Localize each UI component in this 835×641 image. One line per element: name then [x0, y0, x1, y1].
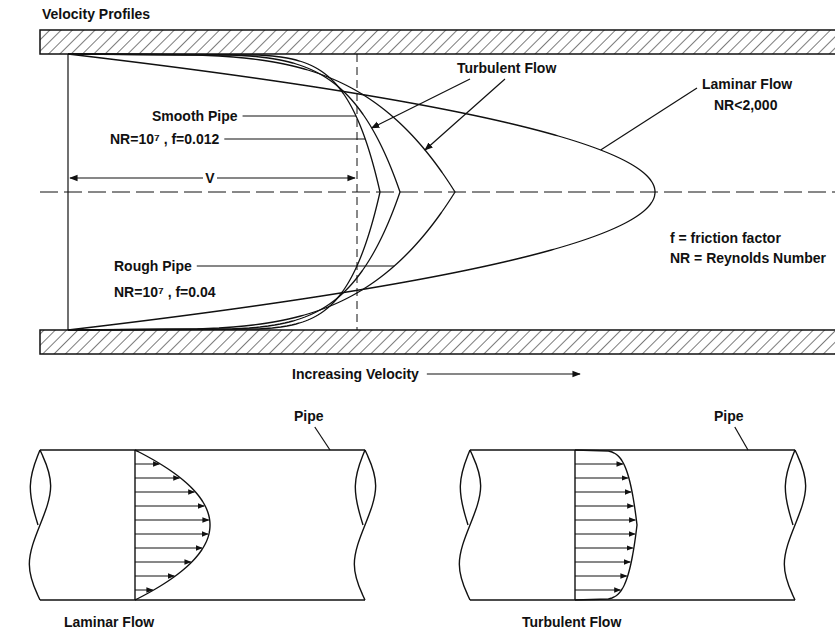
velocity-arrow: [135, 478, 180, 479]
smooth-pipe-profile: [68, 54, 380, 330]
velocity-arrow: [135, 576, 174, 577]
velocity-arrow: [135, 520, 209, 521]
dimension-label: V: [203, 170, 216, 186]
leader-line: [224, 138, 365, 139]
laminar-profile: [68, 54, 655, 330]
leader-line: [197, 265, 394, 266]
velocity-arrow: [575, 548, 633, 549]
pipe-wall-bottom: [40, 330, 835, 354]
velocity-arrow: [135, 492, 194, 493]
pipe-break: [784, 450, 805, 600]
pipe-outline: [40, 599, 365, 600]
mean-velocity-line: [357, 54, 358, 330]
profile-baseline: [134, 450, 135, 600]
velocity-arrow: [575, 534, 635, 535]
velocity-arrow: [135, 506, 204, 507]
velocity-arrow: [575, 464, 623, 465]
parameter-label: NR=10⁷ , f=0.012: [108, 131, 221, 147]
callout-label: Pipe: [292, 408, 326, 424]
velocity-arrow: [575, 506, 633, 507]
leader-line: [243, 115, 356, 116]
velocity-arrow: [575, 562, 630, 563]
figure-caption: Turbulent Flow: [520, 614, 623, 630]
callout-label: Smooth Pipe: [150, 108, 240, 124]
velocity-arrow: [135, 548, 202, 549]
pipe-break: [785, 450, 795, 525]
centerline: [40, 192, 835, 193]
pipe-break: [459, 450, 480, 600]
turbulent-profile: [575, 450, 637, 600]
pipe-break: [29, 450, 50, 600]
velocity-arrow: [575, 576, 627, 577]
diagram-title: Velocity Profiles: [40, 6, 152, 22]
callout-label: Pipe: [712, 408, 746, 424]
leader-arrow: [372, 79, 470, 128]
pipe-break: [354, 450, 375, 600]
leader-line: [601, 88, 697, 150]
turbulent-profile: [68, 54, 400, 330]
pipe-outline: [40, 449, 365, 450]
parameter-label: NR=10⁷ , f=0.04: [112, 284, 218, 300]
leader-line: [315, 427, 330, 450]
velocity-arrow: [575, 520, 635, 521]
leader-line: [735, 427, 748, 450]
callout-label: Rough Pipe: [112, 258, 194, 274]
profile-baseline: [67, 54, 68, 330]
velocity-arrow: [135, 464, 159, 465]
legend-note: NR = Reynolds Number: [668, 250, 828, 266]
direction-arrow: [427, 373, 580, 374]
pipe-break: [355, 450, 365, 525]
callout-label: Laminar Flow: [700, 76, 794, 92]
pipe-break: [30, 450, 40, 525]
rough-pipe-profile: [68, 54, 455, 330]
pipe-break: [460, 450, 470, 525]
laminar-profile: [135, 450, 210, 600]
profile-baseline: [574, 450, 575, 600]
velocity-arrow: [135, 562, 191, 563]
legend-note: f = friction factor: [668, 230, 783, 246]
velocity-arrow: [135, 590, 153, 591]
leader-arrow: [425, 79, 505, 150]
parameter-label: NR<2,000: [712, 97, 779, 113]
pipe-wall-top: [40, 30, 835, 54]
velocity-arrow: [575, 478, 628, 479]
pipe-outline: [470, 449, 795, 450]
callout-label: Turbulent Flow: [455, 60, 558, 76]
velocity-arrow: [575, 492, 631, 493]
velocity-arrow: [135, 534, 208, 535]
axis-label: Increasing Velocity: [290, 366, 421, 382]
pipe-outline: [470, 599, 795, 600]
figure-caption: Laminar Flow: [62, 614, 156, 630]
velocity-arrow: [575, 590, 620, 591]
